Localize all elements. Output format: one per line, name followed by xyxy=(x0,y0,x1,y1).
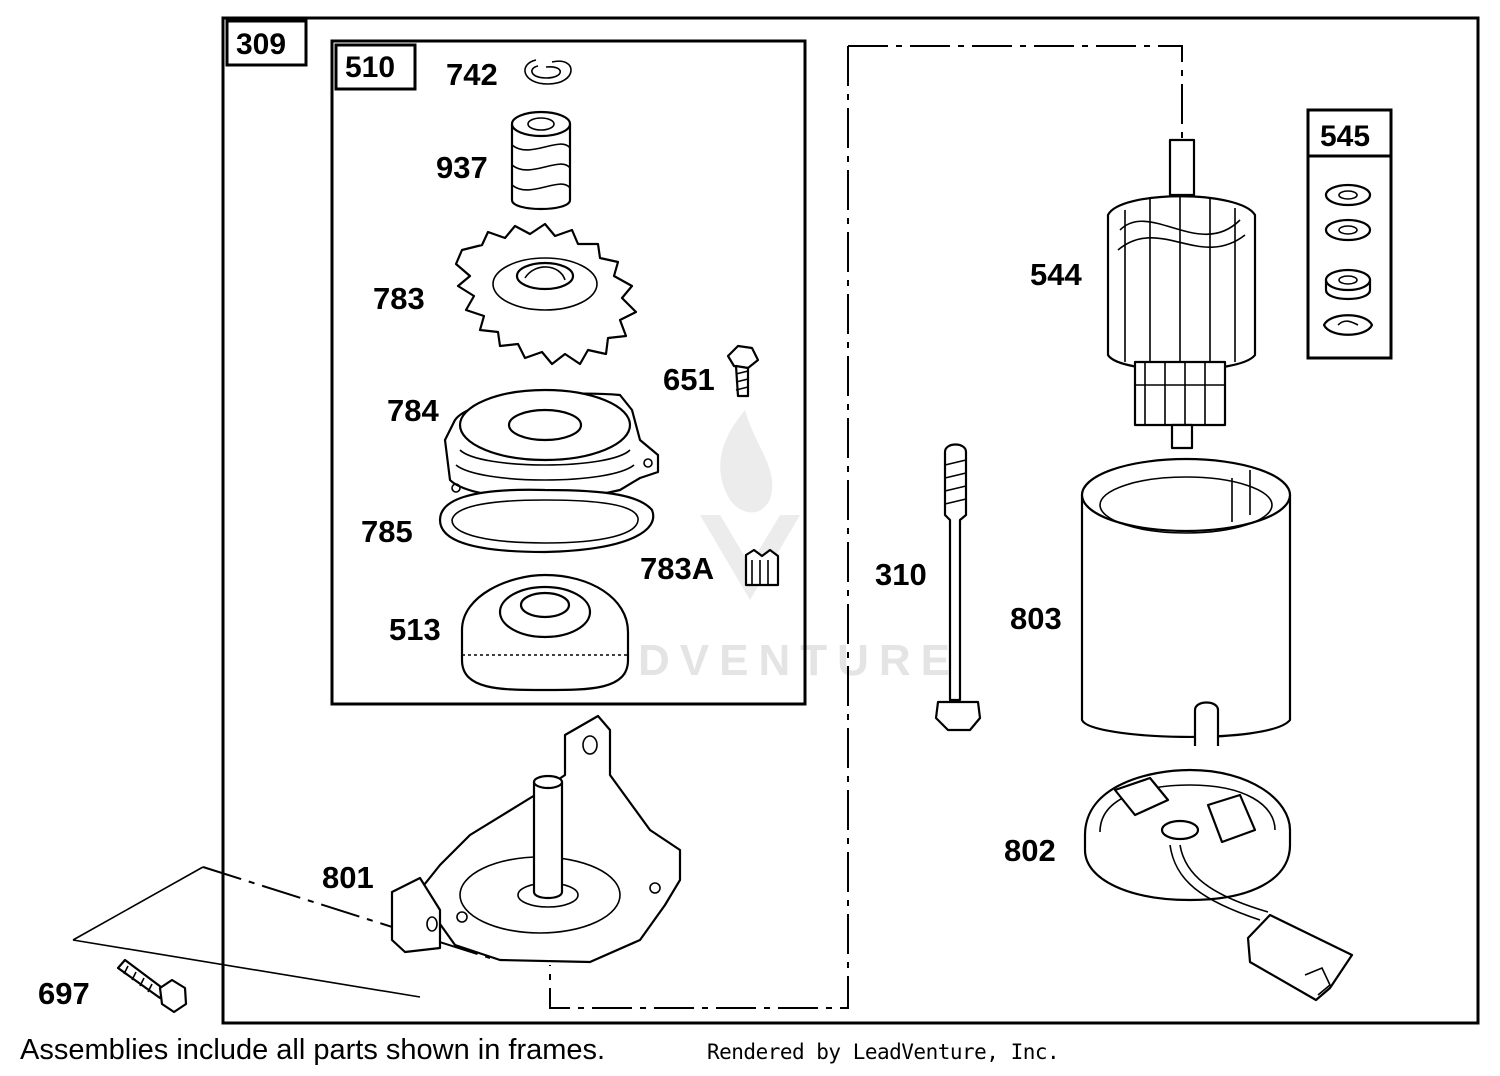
part-label-783: 783 xyxy=(373,281,425,316)
worm-spring-937 xyxy=(510,110,572,211)
frame-309-label: 309 xyxy=(236,28,286,61)
part-label-310: 310 xyxy=(875,557,927,592)
assemblies-note: Assemblies include all parts shown in fr… xyxy=(20,1034,606,1066)
frame-309 xyxy=(221,16,1480,1025)
render-credit: Rendered by LeadVenture, Inc. xyxy=(707,1040,1060,1064)
part-label-785: 785 xyxy=(361,514,413,549)
clutch-gear-513 xyxy=(460,573,630,692)
drive-housing-801 xyxy=(390,714,682,964)
leader-line-697 xyxy=(202,866,491,959)
gear-783 xyxy=(454,222,638,366)
housing-784 xyxy=(443,388,660,500)
part-label-742: 742 xyxy=(446,57,498,92)
armature-544 xyxy=(1106,138,1257,450)
washers-545 xyxy=(1322,183,1374,336)
frame-545-label: 545 xyxy=(1320,120,1370,153)
part-label-784: 784 xyxy=(387,393,439,428)
frame-510-label: 510 xyxy=(345,51,395,84)
part-label-651: 651 xyxy=(663,362,715,397)
part-label-937: 937 xyxy=(436,150,488,185)
through-bolt-310 xyxy=(934,443,982,732)
magnet-housing-803 xyxy=(1080,457,1292,746)
gasket-785 xyxy=(438,488,655,554)
part-label-697: 697 xyxy=(38,976,90,1011)
leader-line-544 xyxy=(848,45,1183,140)
part-label-783a: 783A xyxy=(640,551,714,586)
part-label-544: 544 xyxy=(1030,257,1082,292)
part-label-803: 803 xyxy=(1010,601,1062,636)
brush-plate-802 xyxy=(1083,768,1354,1002)
screw-697 xyxy=(116,958,188,1014)
frame-545 xyxy=(1306,108,1393,360)
retaining-ring-742 xyxy=(524,59,572,85)
frame-309-tag xyxy=(225,19,308,67)
part-label-801: 801 xyxy=(322,860,374,895)
part-label-513: 513 xyxy=(389,612,441,647)
bolt-651 xyxy=(726,344,760,398)
frame-510-tag xyxy=(334,43,417,91)
frame-510 xyxy=(330,39,807,706)
part-label-802: 802 xyxy=(1004,833,1056,868)
pinion-783a xyxy=(744,548,780,587)
